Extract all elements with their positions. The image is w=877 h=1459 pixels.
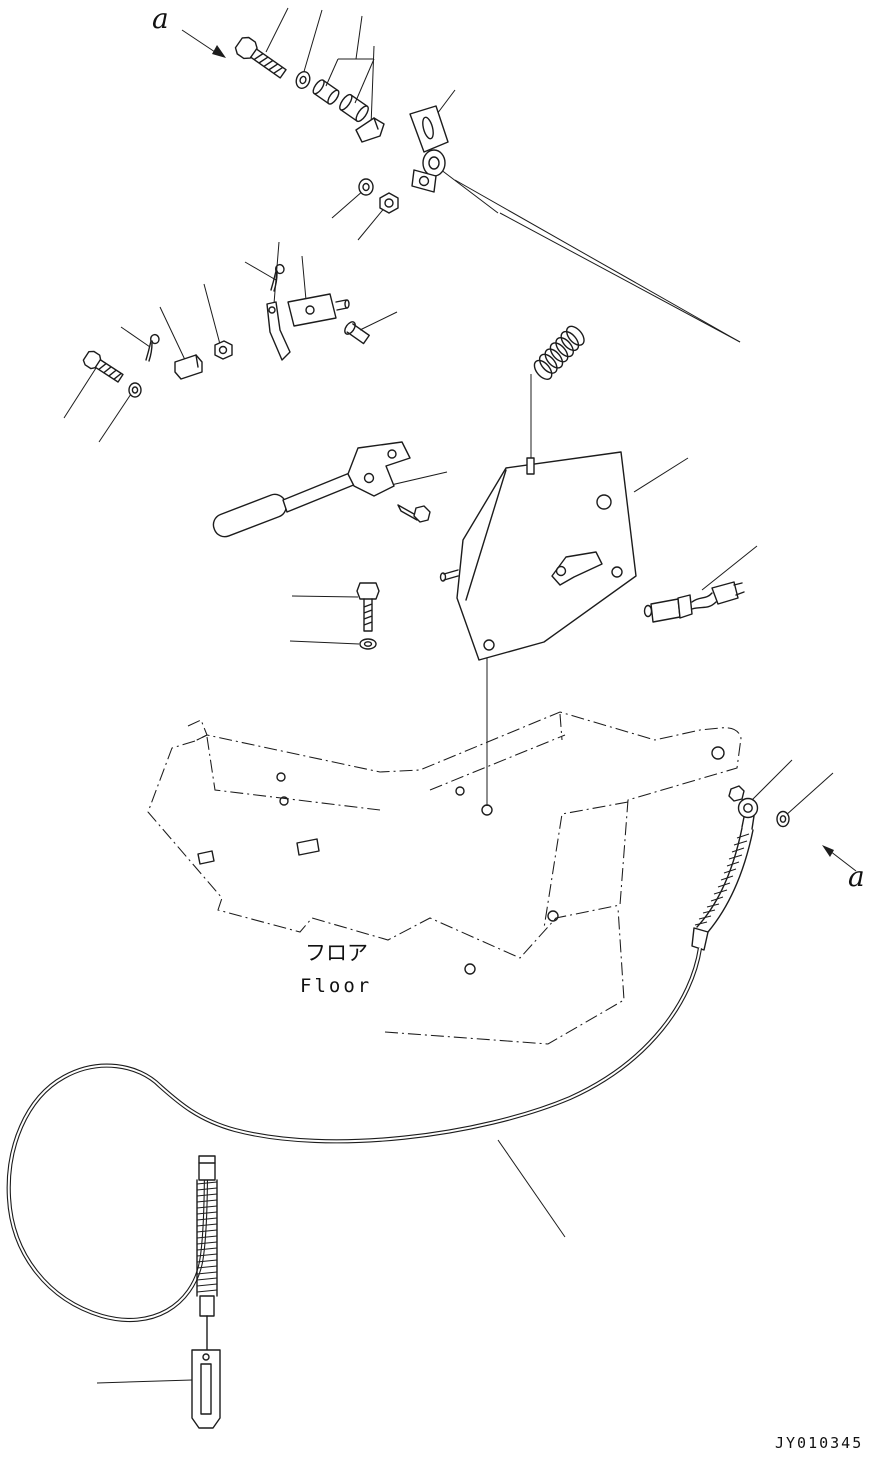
floor-label-jp: フロア — [305, 941, 368, 965]
arrowhead-icon — [822, 845, 834, 857]
clip-bracket — [355, 117, 385, 143]
view-label-a-right: a — [848, 860, 865, 893]
cable-outer-spring — [691, 827, 754, 951]
cable-washer — [776, 810, 790, 828]
view-arrow-a-top: a — [152, 2, 226, 58]
brake-cable — [6, 947, 703, 1323]
floor-label: フロア Floor — [300, 941, 372, 997]
nut-top — [379, 192, 399, 214]
cable-eye-end — [728, 785, 759, 830]
return-spring — [533, 325, 585, 380]
mount-washer — [359, 638, 377, 650]
floor-label-en: Floor — [300, 975, 372, 997]
bushing-large — [339, 93, 369, 123]
cable-clevis-end — [191, 1349, 221, 1429]
grommet-ring — [422, 149, 446, 177]
leader-lines — [63, 7, 834, 1384]
brake-switch-connector — [643, 581, 745, 623]
parking-brake-lever — [212, 441, 411, 538]
lever-link — [266, 301, 291, 361]
washer-mid — [358, 178, 374, 196]
drawing-number: JY010345 — [775, 1434, 863, 1452]
arrowhead-icon — [212, 45, 226, 58]
bolt-top — [234, 36, 287, 79]
bolt-left — [82, 350, 124, 383]
spacer-block — [174, 354, 203, 380]
pivot-block — [287, 293, 350, 327]
nut-left — [214, 340, 233, 360]
view-arrow-a-right: a — [822, 845, 865, 893]
washer-left — [128, 382, 142, 398]
mount-bolt — [356, 582, 380, 632]
lever-bracket-plate — [439, 451, 637, 661]
washer-top — [295, 71, 311, 89]
view-label-a-top: a — [152, 2, 169, 35]
slotted-plate — [409, 105, 449, 153]
cotter-pin-left — [145, 334, 160, 362]
floor-panel-outline — [147, 711, 742, 1045]
bushing-small — [312, 79, 340, 105]
cable-adjuster-spring — [196, 1155, 218, 1351]
lever-bolt — [397, 504, 431, 523]
cotter-pin-upper — [270, 264, 285, 292]
tab-bracket — [411, 169, 437, 193]
clevis-pin — [344, 321, 370, 345]
